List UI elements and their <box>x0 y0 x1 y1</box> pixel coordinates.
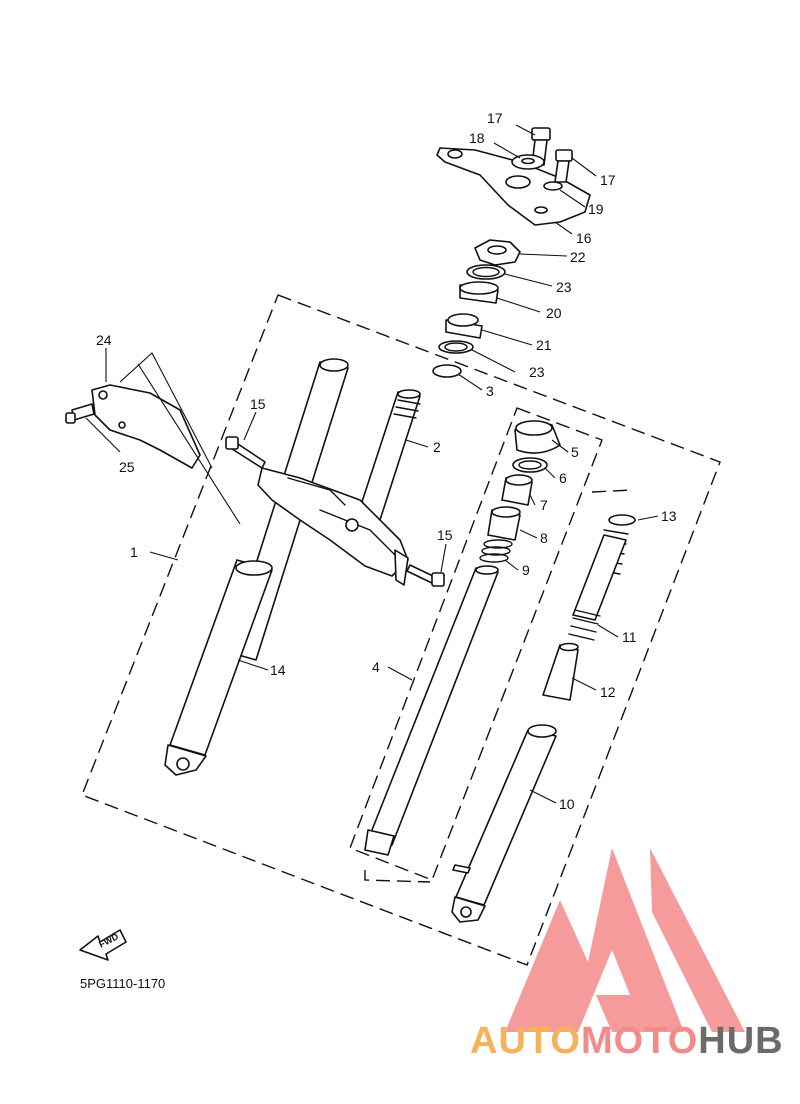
left-fork-outer-tube <box>164 358 349 776</box>
callout-15a: 15 <box>250 396 266 412</box>
assembly-outline-inner-tube <box>349 407 603 881</box>
steering-stem <box>357 389 421 521</box>
clip-6 <box>512 457 548 473</box>
bushing-8 <box>487 506 521 541</box>
washer-19 <box>543 181 563 191</box>
callout-21: 21 <box>536 337 552 353</box>
callout-14: 14 <box>270 662 286 678</box>
bearing-23-lower <box>438 340 474 354</box>
inner-tube-4 <box>364 565 499 856</box>
callout-13: 13 <box>661 508 677 524</box>
under-bracket <box>257 467 409 586</box>
callout-9: 9 <box>522 562 530 578</box>
callout-10: 10 <box>559 796 575 812</box>
ring-nut-22 <box>474 239 521 266</box>
callout-7: 7 <box>540 497 548 513</box>
pinch-bolt-upper <box>225 436 266 469</box>
automotohub-logo <box>505 848 745 1032</box>
callout-labels: 1 2 3 4 5 6 7 8 9 10 11 12 13 14 15 15 1… <box>96 110 677 812</box>
oil-seal-7 <box>501 474 533 506</box>
bearing-23-upper <box>466 264 506 280</box>
assembly-outline-damper <box>364 489 633 883</box>
watermark-text: AUTOMOTOHUB <box>470 1020 784 1062</box>
spring-9 <box>479 539 513 563</box>
callout-5: 5 <box>571 444 579 460</box>
callout-20: 20 <box>546 305 562 321</box>
race-20 <box>459 281 499 304</box>
callout-2: 2 <box>433 439 441 455</box>
seal-3 <box>432 364 462 378</box>
callout-8: 8 <box>540 530 548 546</box>
logo-mark <box>505 848 745 1032</box>
spring-11 <box>568 529 629 641</box>
assembly-outline-main <box>81 294 721 966</box>
watermark-part-auto: AUTO <box>470 1020 581 1062</box>
callout-6: 6 <box>559 470 567 486</box>
callout-3: 3 <box>486 383 494 399</box>
diagram-code: 5PG1110-1170 <box>80 976 165 991</box>
callout-11: 11 <box>622 629 637 645</box>
bracket-bolt <box>65 403 95 424</box>
pinch-bolt-lower <box>406 564 445 587</box>
callout-16: 16 <box>576 230 592 246</box>
callout-23a: 23 <box>556 279 572 295</box>
outer-tube-10 <box>451 724 557 923</box>
bracket-plate <box>91 384 201 469</box>
callout-24: 24 <box>96 332 112 348</box>
callout-12: 12 <box>600 684 616 700</box>
cap-13 <box>608 514 636 526</box>
watermark-part-moto: MOTO <box>581 1020 698 1062</box>
callout-15b: 15 <box>437 527 453 543</box>
damper-rod-12 <box>542 642 579 701</box>
fwd-arrow-icon: FWD <box>79 929 127 961</box>
callout-19: 19 <box>588 201 604 217</box>
callout-25: 25 <box>119 459 135 475</box>
washer-18 <box>511 154 545 170</box>
callout-22: 22 <box>570 249 586 265</box>
callout-18: 18 <box>469 130 485 146</box>
leader-lines <box>85 124 659 804</box>
callout-1: 1 <box>130 544 138 560</box>
callout-17a: 17 <box>487 110 503 126</box>
callout-4: 4 <box>372 659 380 675</box>
callout-23b: 23 <box>529 364 545 380</box>
bolt-17-right <box>554 149 573 183</box>
watermark-part-hub: HUB <box>698 1020 783 1062</box>
callout-17b: 17 <box>600 172 616 188</box>
dust-seal-5 <box>514 420 561 454</box>
race-21 <box>445 313 483 339</box>
